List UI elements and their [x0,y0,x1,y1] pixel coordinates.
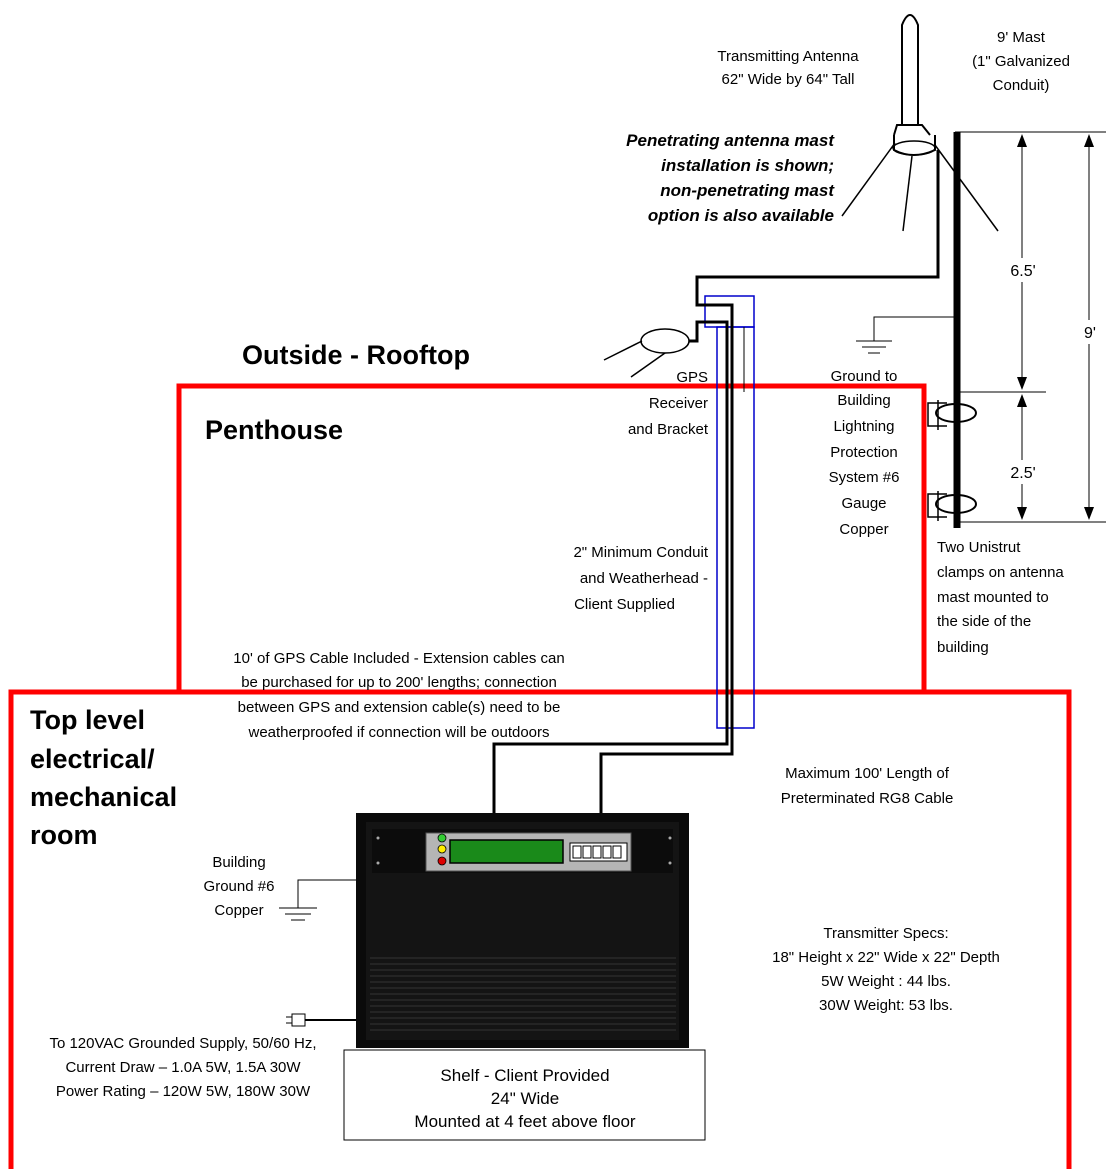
svg-text:2.5': 2.5' [1010,465,1035,482]
front-panel-buttons [569,842,628,862]
mast-label-1: 9' Mast [997,29,1046,46]
ground-label-2: Building [837,392,890,409]
antenna-to-transmitter-cable [599,150,940,813]
unistrut-label-5: building [937,639,989,656]
specs-label-1: Transmitter Specs: [823,925,948,942]
power-label-3: Power Rating – 120W 5W, 180W 30W [56,1083,311,1100]
building-ground-label-1: Building [212,854,265,871]
dimension-label-2-5ft: 2.5' [1004,460,1042,484]
shelf-label-1: Shelf - Client Provided [440,1066,609,1085]
ground-label-7: Copper [839,521,888,538]
shelf [343,1049,706,1141]
power-label-2: Current Draw – 1.0A 5W, 1.5A 30W [65,1059,301,1076]
gps-cable-label-2: be purchased for up to 200' lengths; con… [241,674,557,691]
penthouse-boundary [176,383,927,692]
antenna-label-2: 62" Wide by 64" Tall [722,71,855,88]
shelf-label-2: 24" Wide [491,1089,559,1108]
penthouse-title: Penthouse [205,415,343,445]
rooftop-ground-symbol [856,316,957,354]
penetrating-note-2: installation is shown; [661,156,834,175]
top-level-title-2: electrical/ [30,744,155,774]
cable-conduit [704,295,755,729]
gps-cable-label-3: between GPS and extension cable(s) need … [238,699,561,716]
svg-text:6.5': 6.5' [1010,263,1035,280]
unistrut-label-2: clamps on antenna [937,564,1064,581]
gps-receiver [603,328,690,378]
unistrut-clamp-upper [927,400,977,430]
top-level-title-1: Top level [30,705,145,735]
gps-label-2: Receiver [649,395,708,412]
lcd-display [449,839,564,864]
conduit-label-2: and Weatherhead - [580,570,708,587]
status-leds [437,833,447,866]
rg8-label-1: Maximum 100' Length of [785,765,950,782]
ground-label-4: Protection [830,444,898,461]
conduit-label-1: 2" Minimum Conduit [573,544,708,561]
ground-label-3: Lightning [834,418,895,435]
top-level-title-4: room [30,820,98,850]
dimension-label-6-5ft: 6.5' [1004,258,1042,282]
building-ground-symbol [279,879,356,921]
gps-label-3: and Bracket [628,421,709,438]
unistrut-label-3: mast mounted to [937,589,1049,606]
gps-cable-label-4: weatherproofed if connection will be out… [247,724,549,741]
transmitting-antenna [841,14,999,232]
top-level-room-boundary [8,689,1072,1169]
unistrut-clamp-lower [927,491,977,521]
unistrut-label-1: Two Unistrut [937,539,1021,556]
gps-label-1: GPS [676,369,708,386]
antenna-label-1: Transmitting Antenna [717,48,859,65]
gps-cable [492,320,729,813]
mast-label-2: (1" Galvanized [972,53,1070,70]
ground-label-5: System #6 [829,469,900,486]
specs-label-2: 18" Height x 22" Wide x 22" Depth [772,949,1000,966]
outside-rooftop-title: Outside - Rooftop [242,340,470,370]
building-ground-label-2: Ground #6 [204,878,275,895]
conduit-label-3: Client Supplied [574,596,675,613]
penetrating-note-4: option is also available [648,206,834,225]
penetrating-note-3: non-penetrating mast [660,181,835,200]
cabinet-vents [370,957,676,1031]
ground-label-6: Gauge [841,495,886,512]
power-label-1: To 120VAC Grounded Supply, 50/60 Hz, [49,1035,316,1052]
dimension-label-9ft: 9' [1078,320,1102,344]
transmitter-cabinet [356,813,689,1048]
specs-label-4: 30W Weight: 53 lbs. [819,997,953,1014]
unistrut-label-4: the side of the [937,613,1031,630]
building-ground-label-3: Copper [214,902,263,919]
ground-label-1: Ground to [831,368,898,385]
svg-text:9': 9' [1084,325,1096,342]
rg8-label-2: Preterminated RG8 Cable [781,790,954,807]
top-level-title-3: mechanical [30,782,177,812]
penetrating-note-1: Penetrating antenna mast [626,131,835,150]
mast-label-3: Conduit) [993,77,1050,94]
shelf-label-3: Mounted at 4 feet above floor [414,1112,635,1131]
power-plug-icon [286,1013,356,1027]
specs-label-3: 5W Weight : 44 lbs. [821,973,951,990]
gps-cable-label-1: 10' of GPS Cable Included - Extension ca… [233,650,564,667]
